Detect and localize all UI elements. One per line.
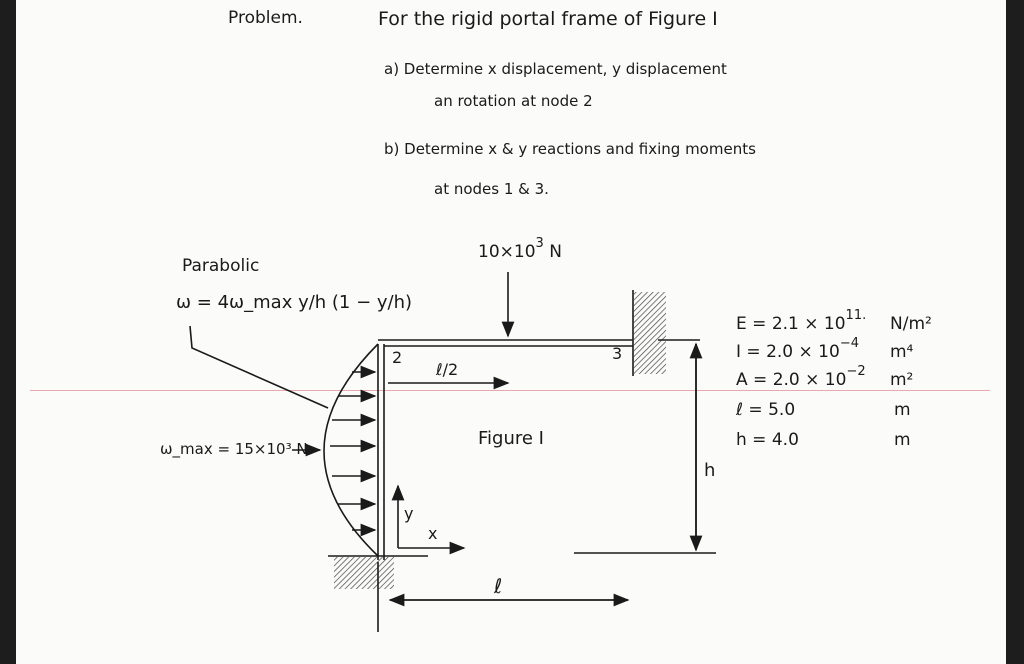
load-formula: ω = 4ω_max y/h (1 − y/h) — [176, 292, 413, 313]
span-label: ℓ — [494, 574, 503, 598]
property-row: h = 4.0 — [736, 430, 799, 450]
node-3-label: 3 — [612, 344, 623, 363]
part-a-line-2: an rotation at node 2 — [434, 92, 593, 110]
part-b-line-1: b) Determine x & y reactions and fixing … — [384, 140, 756, 158]
property-unit: N/m² — [890, 314, 932, 334]
node-2-label: 2 — [392, 348, 403, 367]
height-label: h — [704, 460, 716, 481]
property-row: E = 2.1 × 1011. — [736, 308, 867, 334]
axis-y-label: y — [404, 504, 414, 523]
property-unit: m⁴ — [890, 342, 914, 362]
property-row: I = 2.0 × 10−4 — [736, 336, 859, 362]
point-load-label: 10×103 N — [478, 236, 562, 262]
property-row: A = 2.0 × 10−2 — [736, 364, 866, 390]
part-a-line-1: a) Determine x displacement, y displacem… — [384, 60, 727, 78]
half-span-label: ℓ/2 — [436, 360, 459, 379]
problem-heading: Problem. — [228, 8, 303, 28]
wmax-label: ω_max = 15×10³ N — [160, 440, 308, 458]
problem-statement: For the rigid portal frame of Figure I — [378, 8, 718, 30]
distributed-load-arrows — [330, 365, 377, 537]
formula-leader-line — [189, 325, 329, 409]
parabolic-load-curve — [323, 343, 379, 557]
axis-x-label: x — [428, 524, 438, 543]
property-unit: m — [894, 400, 911, 420]
property-unit: m² — [890, 370, 914, 390]
property-row: ℓ = 5.0 — [736, 400, 796, 420]
figure-caption: Figure I — [478, 428, 544, 449]
part-b-line-2: at nodes 1 & 3. — [434, 180, 549, 198]
parabolic-label: Parabolic — [182, 256, 260, 276]
notebook-rule-line — [30, 390, 990, 391]
property-unit: m — [894, 430, 911, 450]
